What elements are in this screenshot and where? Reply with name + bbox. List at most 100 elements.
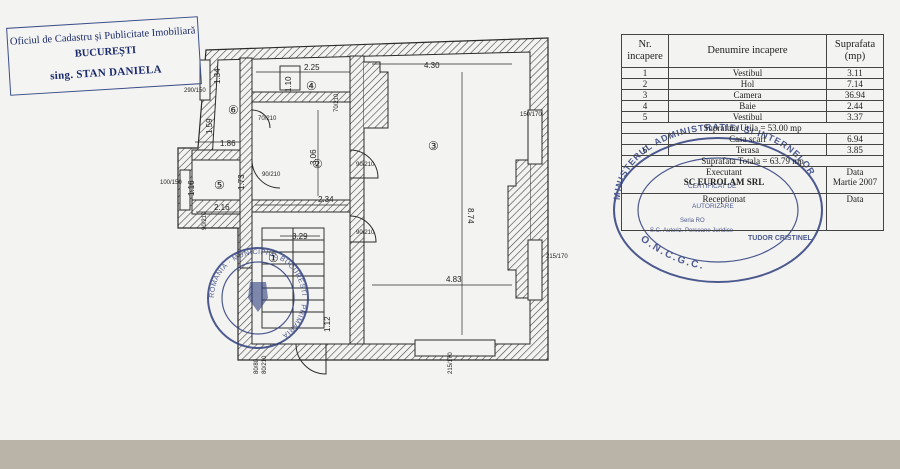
executant-date-cell: Data Martie 2007 [826, 166, 884, 194]
wall-room6-bottom [191, 149, 241, 161]
bathroom-fixture [279, 65, 301, 91]
table-surface [0, 440, 900, 469]
executant-value: SC EUROLAM SRL [683, 177, 765, 187]
table-row: 1 Vestibul 3.11 [621, 67, 884, 79]
opening-label: 80/80 [254, 358, 260, 374]
table-header-row: Nr. incapere Denumire incapere Suprafata… [621, 34, 884, 68]
room-number-5: ⑤ [214, 178, 225, 192]
door-arc [349, 149, 379, 179]
cell-area: 6.94 [826, 133, 884, 145]
seal-name: TUDOR CRISTINEL [748, 235, 813, 242]
col-header-area: Suprafata (mp) [826, 34, 884, 68]
executant-row: Executant SC EUROLAM SRL Data Martie 200… [621, 166, 884, 194]
wall-left-inner [239, 57, 253, 269]
window-right-2 [527, 239, 543, 301]
bay-window-top [364, 61, 389, 129]
table-row: 2 Hol 7.14 [621, 78, 884, 90]
door-arc [251, 159, 281, 189]
dim-label: 1.12 [323, 316, 332, 332]
cell-name: Camera [668, 89, 827, 101]
dim-label: 1.16 [187, 180, 196, 196]
cell-nr: 6 [621, 144, 669, 156]
receptionat-row: Receptionat Data [621, 193, 884, 231]
wall-room5-bottom [191, 199, 241, 215]
opening-label: 70/210 [258, 116, 277, 122]
cell-nr: 1 [621, 67, 669, 79]
receptionat-date-label: Data [826, 193, 884, 231]
wall-hall-bottom [251, 199, 351, 213]
table-row: Casa scari 6.94 [621, 133, 884, 145]
room-number-6: ⑥ [228, 103, 239, 117]
room-number-4: ④ [306, 79, 317, 93]
col-header-nr: Nr. incapere [621, 34, 669, 68]
room-number-1: ① [268, 251, 279, 265]
cell-area: 3.11 [826, 67, 884, 79]
table-row: 4 Baie 2.44 [621, 100, 884, 112]
table-row: 6 Terasa 3.85 [621, 144, 884, 156]
cell-area: 7.14 [826, 78, 884, 90]
opening-label: 80/210 [262, 355, 268, 374]
cell-name: Terasa [668, 144, 827, 156]
cell-nr: 2 [621, 78, 669, 90]
dim-label: 1.59 [205, 118, 214, 134]
col-header-name: Denumire incapere [668, 34, 827, 68]
bay-window-right [507, 159, 530, 299]
room-number-2: ② [312, 157, 323, 171]
cell-area: 2.44 [826, 100, 884, 112]
date-value: Martie 2007 [832, 177, 878, 187]
opening-label: 150/170 [520, 112, 542, 118]
opening-label: 90/210 [356, 230, 375, 236]
cell-name: Baie [668, 100, 827, 112]
window-room6 [199, 59, 211, 101]
dim-label: 3.06 [309, 149, 318, 165]
wall-center [349, 55, 365, 345]
dim-label: 1.10 [284, 76, 293, 92]
stamp-line-office: Oficiul de Cadastru și Publicitate Imobi… [9, 25, 196, 48]
registry-stamp: Oficiul de Cadastru și Publicitate Imobi… [6, 16, 202, 96]
coat-of-arms-icon [248, 282, 268, 312]
dim-label: 1.73 [237, 174, 246, 190]
opening-label: 90/210 [202, 211, 208, 230]
dim-label: 2.34 [318, 195, 334, 204]
stamp-line-city: BUCUREȘTI [74, 45, 137, 60]
table-row: 3 Camera 36.94 [621, 89, 884, 101]
cell-nr: 5 [621, 111, 669, 123]
room-number-3: ③ [428, 139, 439, 153]
executant-cell: Executant SC EUROLAM SRL [621, 166, 827, 194]
cell-nr [621, 133, 669, 145]
room-legend-table: Nr. incapere Denumire incapere Suprafata… [621, 34, 884, 231]
opening-label: 90/210 [262, 172, 281, 178]
table-row: 5 Vestibul 3.37 [621, 111, 884, 123]
cell-name: Hol [668, 78, 827, 90]
cell-nr: 3 [621, 89, 669, 101]
opening-label: 100/150 [160, 180, 182, 186]
wall-room4-bottom [251, 91, 351, 103]
opening-label: 290/150 [184, 88, 206, 94]
window-bottom [414, 339, 496, 357]
date-label: Data [846, 167, 864, 177]
dim-label: 1.34 [213, 68, 222, 84]
cell-area: 3.37 [826, 111, 884, 123]
door-arc [251, 109, 271, 129]
dim-label: 4.83 [446, 275, 462, 284]
dim-label: 1.86 [220, 139, 236, 148]
total-area-label: Suprafata Totala = 63.79 mp [621, 155, 884, 167]
cell-area: 36.94 [826, 89, 884, 101]
util-area-label: Suprafata Utila = 53.00 mp [621, 122, 884, 134]
dim-label: 8.74 [466, 208, 475, 224]
dim-label: 2.16 [214, 203, 230, 212]
opening-label: 90/210 [356, 162, 375, 168]
window-room5 [179, 169, 191, 211]
opening-label: 215/170 [448, 352, 454, 374]
window-right-1 [527, 109, 543, 165]
cell-name: Vestibul [668, 111, 827, 123]
cell-area: 3.85 [826, 144, 884, 156]
total-area-row: Suprafata Totala = 63.79 mp [621, 155, 884, 167]
floor-plan [177, 37, 549, 375]
util-area-row: Suprafata Utila = 53.00 mp [621, 122, 884, 134]
dim-label: 3.29 [292, 232, 308, 241]
dim-label: 4.30 [424, 61, 440, 70]
door-arc [295, 343, 327, 375]
executant-label: Executant [706, 167, 742, 177]
receptionat-label: Receptionat [621, 193, 827, 231]
